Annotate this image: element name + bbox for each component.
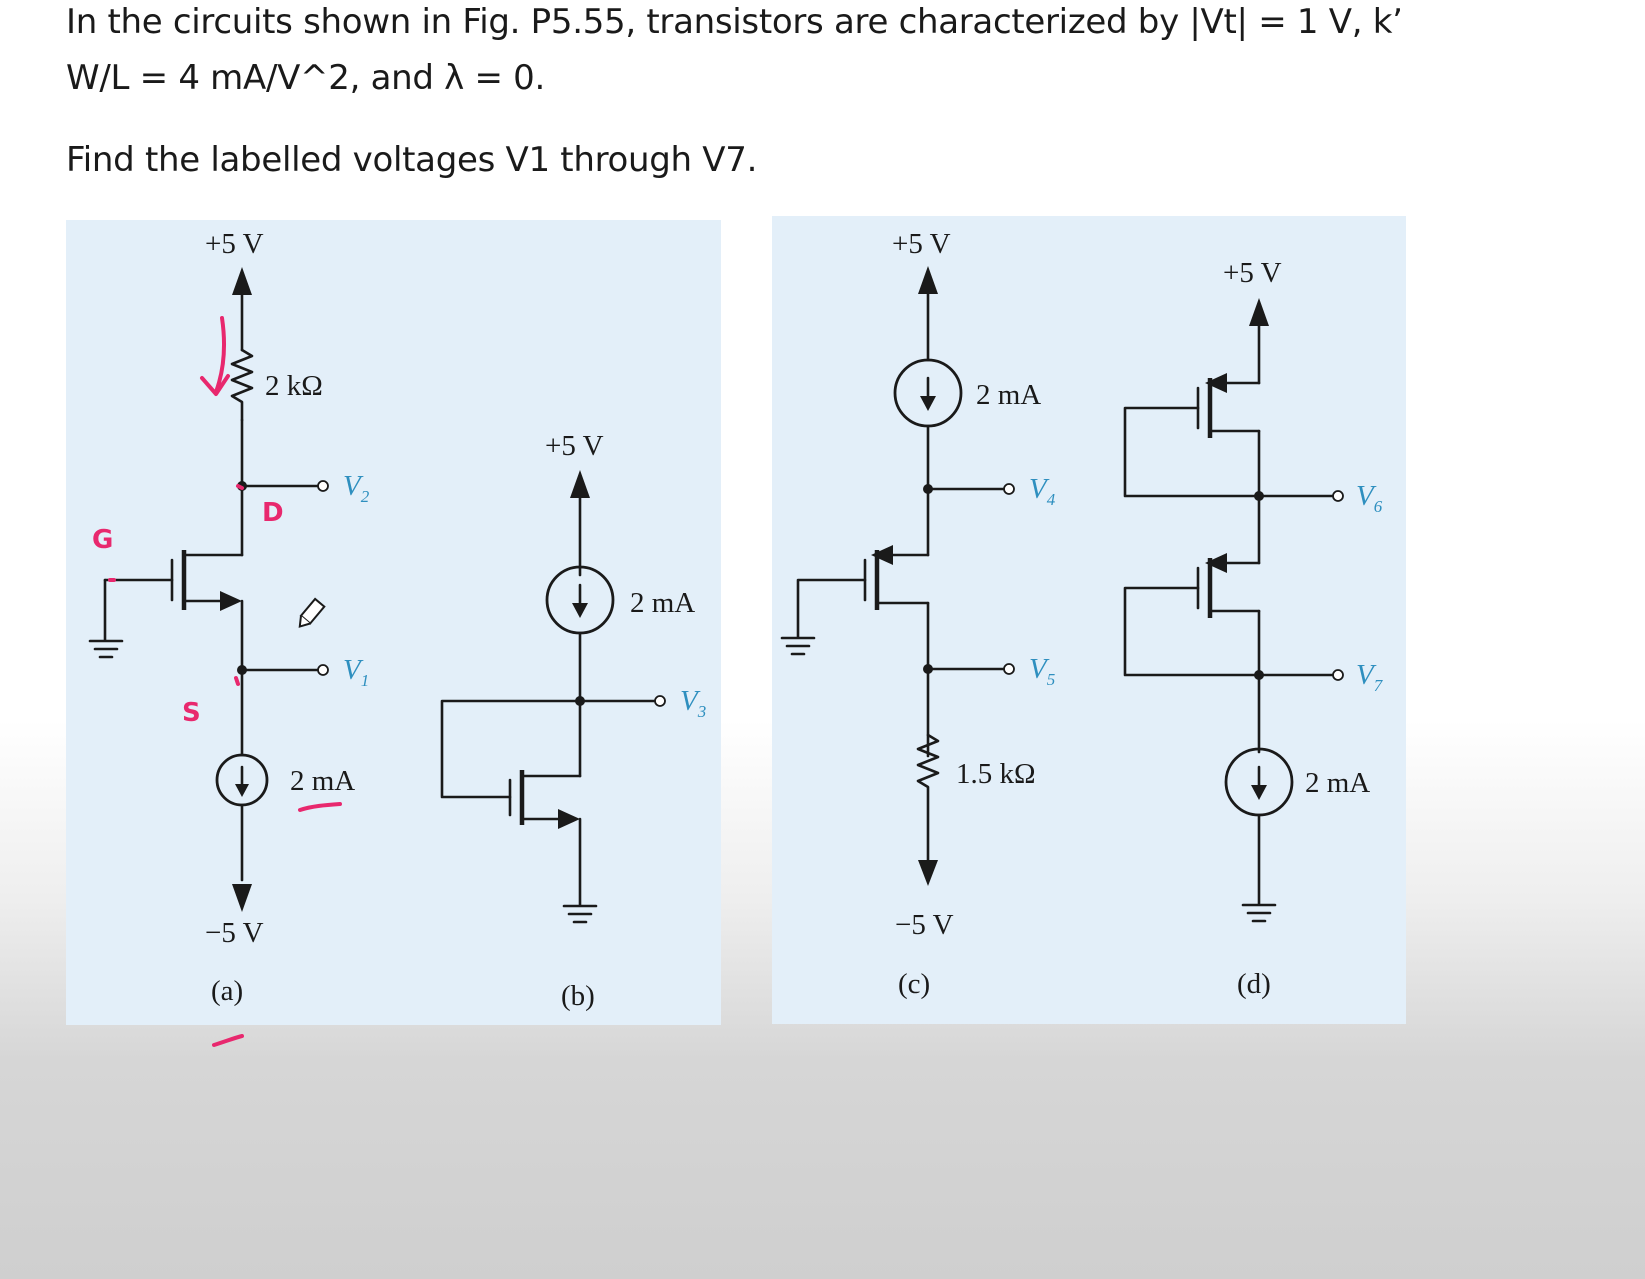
circuit-c-current-label: 2 mA — [976, 379, 1041, 411]
supply-arrow-icon — [918, 860, 938, 886]
ink-dot — [236, 484, 244, 490]
circuit-a-node-v2: V2 — [343, 470, 370, 506]
question-line-1: In the circuits shown in Fig. P5.55, tra… — [66, 2, 1403, 42]
nmos-transistor — [440, 699, 582, 907]
output-terminal — [1003, 663, 1015, 675]
ground-icon — [780, 636, 816, 656]
circuit-a-supply-bottom: −5 V — [205, 917, 264, 949]
supply-arrow-icon — [570, 470, 590, 498]
ink-dot — [234, 676, 240, 686]
panel-cd-background — [772, 216, 1406, 1024]
gate-annotation: G — [92, 525, 113, 555]
output-terminal — [1332, 669, 1344, 681]
circuit-b-current-label: 2 mA — [630, 587, 695, 619]
circuit-d-supply-top: +5 V — [1223, 257, 1282, 289]
circuit-b-supply-top: +5 V — [545, 430, 604, 462]
question-line-2: W/L = 4 mA/V^2, and λ = 0. — [66, 58, 546, 98]
circuit-c-node-v5: V5 — [1029, 653, 1055, 689]
output-terminal — [1332, 490, 1344, 502]
drain-annotation: D — [262, 498, 284, 528]
circuit-b-node-v3: V3 — [680, 685, 706, 721]
circuit-d-caption: (d) — [1237, 968, 1271, 1000]
circuit-c-supply-top: +5 V — [892, 228, 951, 260]
handwritten-annotations: D G S — [92, 316, 342, 1047]
resistor-symbol — [230, 348, 254, 422]
circuit-a-node-v1: V1 — [343, 654, 369, 690]
ground-icon — [1241, 903, 1277, 923]
underline-annotation — [298, 802, 342, 812]
supply-arrow-icon — [1249, 298, 1269, 326]
circuit-a-caption: (a) — [211, 975, 243, 1007]
current-arrow-annotation — [200, 316, 230, 396]
supply-arrow-icon — [918, 266, 938, 294]
pencil-cursor-icon — [298, 597, 326, 628]
circuit-b: +5 V 2 mA V3 (b) — [440, 430, 706, 1012]
circuit-c-resistor-label: 1.5 kΩ — [956, 758, 1036, 790]
output-terminal — [317, 480, 329, 492]
circuit-a: +5 V 2 kΩ V2 V1 — [88, 228, 370, 1007]
nmos-transistor — [103, 550, 244, 757]
circuit-a-supply-top: +5 V — [205, 228, 264, 260]
circuit-d-current-label: 2 mA — [1305, 767, 1370, 799]
circuit-c-supply-bottom: −5 V — [895, 909, 954, 941]
resistor-symbol — [916, 733, 940, 866]
output-terminal — [317, 664, 329, 676]
output-terminal — [1003, 483, 1015, 495]
circuit-c-caption: (c) — [898, 968, 930, 1000]
underline-annotation — [212, 1034, 244, 1047]
circuit-c-node-v4: V4 — [1029, 473, 1056, 509]
panel-ab-background — [66, 220, 721, 1025]
supply-arrow-icon — [232, 884, 252, 912]
ground-icon — [88, 578, 124, 659]
circuit-d: +5 V V6 V7 — [1123, 257, 1384, 1000]
supply-arrow-icon — [232, 267, 252, 352]
circuit-a-current-label: 2 mA — [290, 765, 355, 797]
ground-icon — [562, 904, 598, 924]
source-annotation: S — [182, 698, 201, 728]
pmos-transistor — [1123, 553, 1261, 754]
question-line-3: Find the labelled voltages V1 through V7… — [66, 140, 758, 180]
circuit-b-caption: (b) — [561, 980, 595, 1012]
circuit-c: +5 V 2 mA V4 V5 — [780, 228, 1056, 1000]
circuit-d-node-v6: V6 — [1356, 480, 1383, 516]
output-terminal — [654, 695, 666, 707]
circuit-d-node-v7: V7 — [1356, 659, 1384, 695]
pmos-transistor — [796, 545, 930, 758]
circuit-a-resistor-label: 2 kΩ — [265, 370, 323, 402]
